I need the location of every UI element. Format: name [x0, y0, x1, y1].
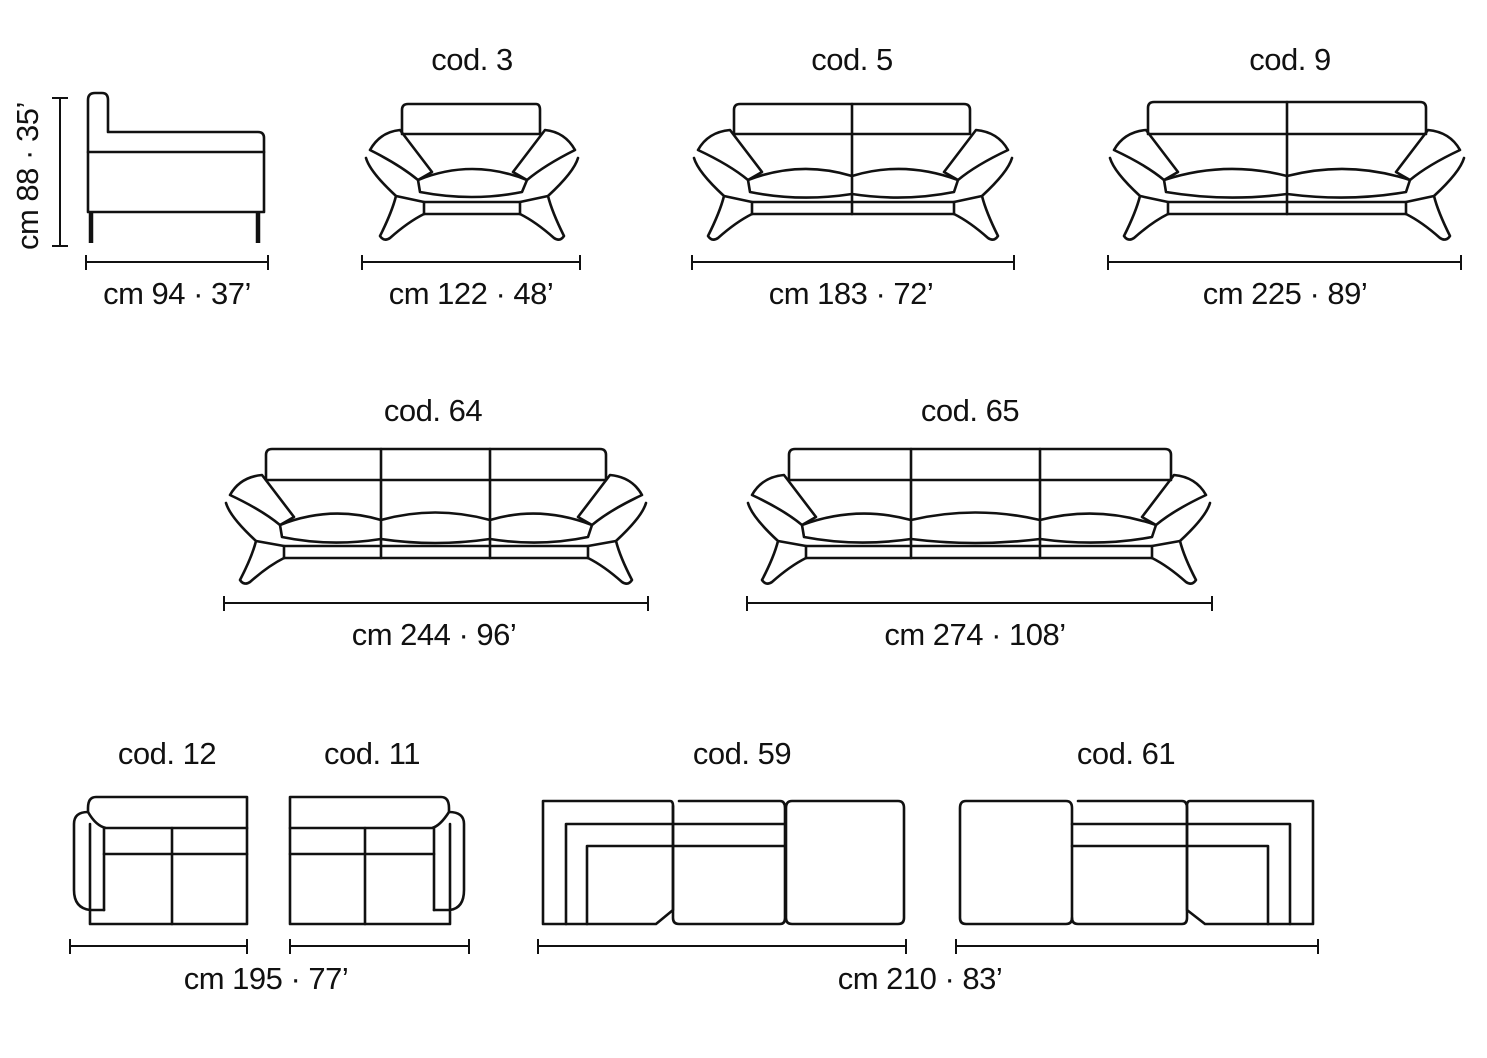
model-code-label: cod. 11 — [324, 736, 420, 771]
cod64-sofa-drawing — [224, 447, 648, 585]
cod59-plan-drawing — [541, 799, 906, 926]
model-code-label: cod. 9 — [1249, 42, 1331, 77]
side-depth-dimension-line — [85, 255, 269, 270]
cod64-width-label: cm 244 · 96’ — [351, 617, 517, 652]
cod3-width-dimension-line — [361, 255, 581, 270]
cod61-plan-drawing — [958, 799, 1315, 926]
cod65-width-dimension-line — [746, 596, 1213, 611]
model-code-label: cod. 5 — [811, 42, 893, 77]
model-code-label: cod. 65 — [920, 393, 1020, 428]
model-code-label: cod. 3 — [431, 42, 513, 77]
cod12-plan-drawing — [72, 795, 249, 926]
cod9-sofa-drawing — [1108, 100, 1466, 241]
model-code-label: cod. 59 — [692, 736, 792, 771]
cod5-sofa-drawing — [692, 102, 1014, 241]
cod11-plan-drawing — [288, 795, 466, 926]
side-view-drawing — [86, 91, 266, 243]
side-depth-label: cm 94 · 37’ — [103, 276, 251, 311]
model-code-label: cod. 61 — [1076, 736, 1176, 771]
cod59-61-width-dimension-line — [537, 939, 1319, 954]
cod65-width-label: cm 274 · 108’ — [884, 617, 1066, 652]
model-code-label: cod. 12 — [117, 736, 217, 771]
cod9-width-label: cm 225 · 89’ — [1202, 276, 1368, 311]
side-height-dimension-line — [52, 97, 68, 247]
cod12-11-width-dimension-lines — [69, 939, 470, 954]
cod5-width-dimension-line — [691, 255, 1015, 270]
cod3-armchair-drawing — [364, 102, 580, 241]
cod12-11-width-label: cm 195 · 77’ — [183, 961, 349, 996]
cod65-sofa-drawing — [746, 447, 1212, 585]
cod3-width-label: cm 122 · 48’ — [388, 276, 554, 311]
cod59-61-width-label: cm 210 · 83’ — [837, 961, 1003, 996]
model-code-label: cod. 64 — [383, 393, 483, 428]
cod9-width-dimension-line — [1107, 255, 1462, 270]
side-height-label: cm 88 · 35’ — [10, 102, 45, 250]
cod64-width-dimension-line — [223, 596, 649, 611]
cod5-width-label: cm 183 · 72’ — [768, 276, 934, 311]
